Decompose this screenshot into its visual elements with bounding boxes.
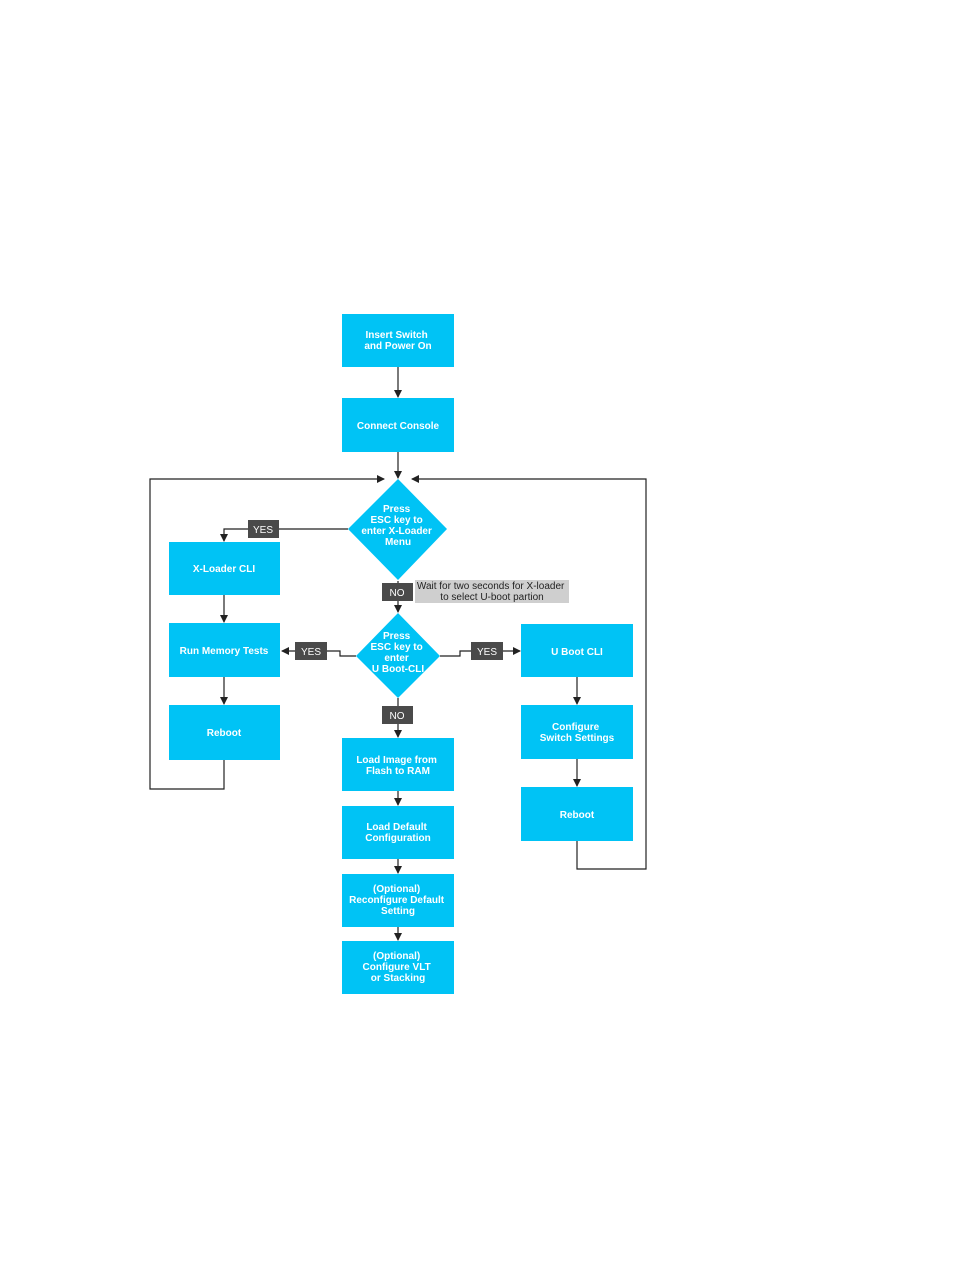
svg-text:YES: YES (477, 647, 497, 658)
vlt-box: (Optional) Configure VLT or Stacking (342, 941, 454, 994)
memory-tests-rect (169, 623, 280, 677)
uboot-decision-label: Press ESC key to enter U Boot-CLI (370, 631, 425, 675)
connectors (149, 367, 647, 941)
load-image-box: Load Image from Flash to RAM (342, 738, 454, 791)
vlt-label: (Optional) Configure VLT or Stacking (363, 951, 434, 984)
load-image-label: Load Image from Flash to RAM (356, 755, 439, 777)
wait-note: Wait for two seconds for X-loader to sel… (415, 580, 569, 603)
uboot-cli-label: U Boot CLI (551, 647, 603, 658)
reboot-left-label: Reboot (207, 728, 242, 739)
yes-tag-xloader: YES (248, 520, 279, 538)
svg-text:Wait for two seconds for X-loa: Wait for two seconds for X-loader to sel… (417, 581, 567, 603)
insert-switch-label: Insert Switch and Power On (364, 330, 431, 352)
arrow-yes-to-xloader-cli (220, 528, 348, 542)
reconfigure-box: (Optional) Reconfigure Default Setting (342, 874, 454, 927)
memory-tests-box: Run Memory Tests (169, 623, 280, 677)
connect-console-rect (342, 398, 454, 452)
configure-switch-label: Configure Switch Settings (540, 722, 615, 744)
vlt-rect (342, 941, 454, 994)
insert-switch-box: Insert Switch and Power On (342, 314, 454, 367)
memory-tests-label: Run Memory Tests (180, 646, 269, 657)
configure-switch-box: Configure Switch Settings (521, 705, 633, 759)
svg-text:NO: NO (390, 588, 405, 599)
reboot-left-rect (169, 705, 280, 760)
uboot-cli-box: U Boot CLI (521, 624, 633, 677)
yes-tag-uboot: YES (471, 642, 503, 660)
no-tag-xloader: NO (382, 583, 413, 601)
connect-console-label: Connect Console (357, 421, 440, 432)
svg-text:YES: YES (301, 647, 321, 658)
reconfigure-label: (Optional) Reconfigure Default Setting (349, 884, 447, 917)
connect-console-box: Connect Console (342, 398, 454, 452)
uboot-decision: Press ESC key to enter U Boot-CLI (356, 613, 440, 698)
yes-tag-memory: YES (295, 642, 327, 660)
reconfigure-rect (342, 874, 454, 927)
load-default-label: Load Default Configuration (365, 822, 431, 844)
svg-text:NO: NO (390, 711, 405, 722)
load-default-box: Load Default Configuration (342, 806, 454, 859)
reboot-right-box: Reboot (521, 787, 633, 841)
configure-switch-rect (521, 705, 633, 759)
load-image-rect (342, 738, 454, 791)
xloader-decision-label: Press ESC key to enter X-Loader Menu (361, 504, 434, 548)
xloader-cli-rect (169, 542, 280, 595)
insert-switch-rect (342, 314, 454, 367)
reboot-right-label: Reboot (560, 810, 595, 821)
reboot-right-rect (521, 787, 633, 841)
xloader-cli-label: X-Loader CLI (193, 564, 255, 575)
reboot-left-box: Reboot (169, 705, 280, 760)
xloader-decision-diamond (348, 479, 447, 580)
loop-right-to-decision (411, 475, 647, 870)
no-tag-uboot: NO (382, 706, 413, 724)
loop-left-to-decision (149, 475, 385, 790)
xloader-decision: Press ESC key to enter X-Loader Menu (348, 479, 447, 580)
xloader-cli-box: X-Loader CLI (169, 542, 280, 595)
uboot-decision-diamond (356, 613, 440, 698)
svg-text:YES: YES (253, 525, 273, 536)
load-default-rect (342, 806, 454, 859)
uboot-cli-rect (521, 624, 633, 677)
